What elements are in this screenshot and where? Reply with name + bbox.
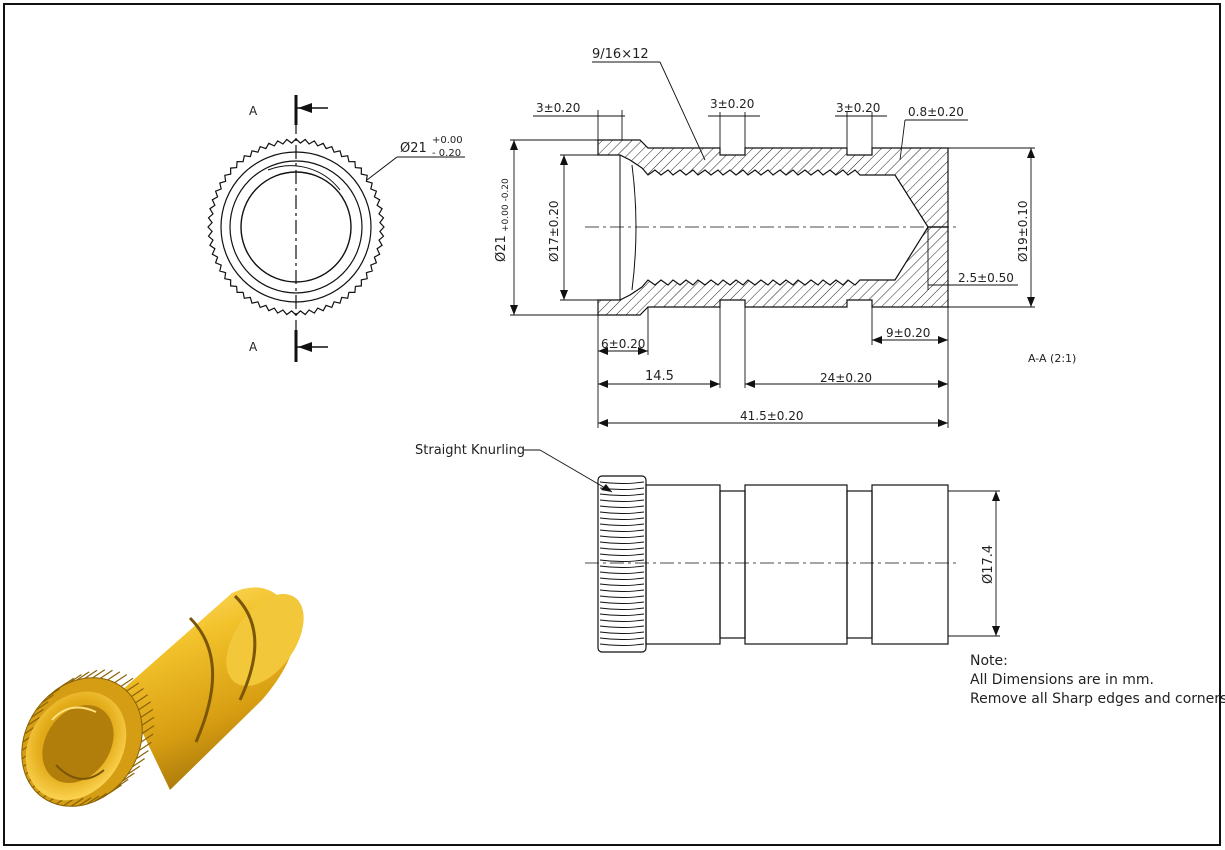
- section-dimension-lines: [510, 61, 1035, 428]
- dim-flange-len: 6±0.20: [601, 337, 645, 351]
- dim-groove2: 3±0.20: [836, 101, 880, 115]
- notes-block: Note: All Dimensions are in mm. Remove a…: [970, 652, 1225, 709]
- dim-knurl-width: 3±0.20: [536, 101, 580, 115]
- dim-chamfer: 0.8±0.20: [908, 105, 964, 119]
- side-groove-2: [846, 490, 873, 639]
- arrow-top: [298, 103, 312, 113]
- notes-line-1: All Dimensions are in mm.: [970, 672, 1154, 688]
- knurl-collar: [597, 475, 647, 653]
- dim-side-dia: Ø17.4: [981, 545, 996, 584]
- knurl-callout: Straight Knurling: [415, 443, 525, 458]
- side-segment-1: [645, 484, 721, 645]
- knurled-outline: [207, 138, 385, 316]
- section-label-bottom: A: [249, 340, 258, 354]
- end-dia-label: Ø21: [400, 141, 427, 156]
- end-circle-mid: [229, 160, 363, 294]
- side-segment-3: [871, 484, 949, 645]
- dim-inner-dia: Ø17±0.20: [547, 201, 561, 263]
- dim-cone-depth: 2.5±0.50: [958, 271, 1014, 285]
- section-title: A-A (2:1): [1028, 352, 1076, 365]
- dim-end-len: 9±0.20: [886, 326, 930, 340]
- drawing-border: [3, 3, 1221, 846]
- dia-leader: [366, 156, 398, 181]
- notes-line-2: Remove all Sharp edges and corners: [970, 691, 1225, 707]
- dim-thread: 9/16×12: [592, 47, 649, 62]
- dim-groove1: 3±0.20: [710, 97, 754, 111]
- notes-heading: Note:: [970, 653, 1008, 669]
- render-3d: [21, 587, 304, 807]
- section-view: [585, 139, 960, 316]
- dimension-arrows: [510, 140, 1035, 427]
- thread-arc: [267, 165, 341, 191]
- arrow-bottom: [298, 342, 312, 352]
- side-segment-2: [744, 484, 848, 645]
- dim-outer-dia-tol: +0.00 -0.20: [501, 178, 511, 232]
- side-view: [523, 449, 1000, 653]
- dim-seg1: 14.5: [645, 369, 674, 384]
- end-dia-tol-upper: +0.00: [432, 135, 463, 146]
- section-label-top: A: [249, 104, 258, 118]
- dim-outer-dia: Ø21: [494, 235, 509, 262]
- section-wall-top: [597, 139, 949, 228]
- end-view: [207, 95, 465, 362]
- side-groove-1: [719, 490, 746, 639]
- dim-total: 41.5±0.20: [740, 409, 804, 423]
- dim-body-dia: Ø19±0.10: [1016, 201, 1030, 263]
- knurl-lines: [599, 481, 645, 646]
- section-wall-bottom: [597, 226, 949, 316]
- dim-seg2: 24±0.20: [820, 371, 872, 385]
- end-dia-tol-lower: - 0.20: [432, 148, 461, 159]
